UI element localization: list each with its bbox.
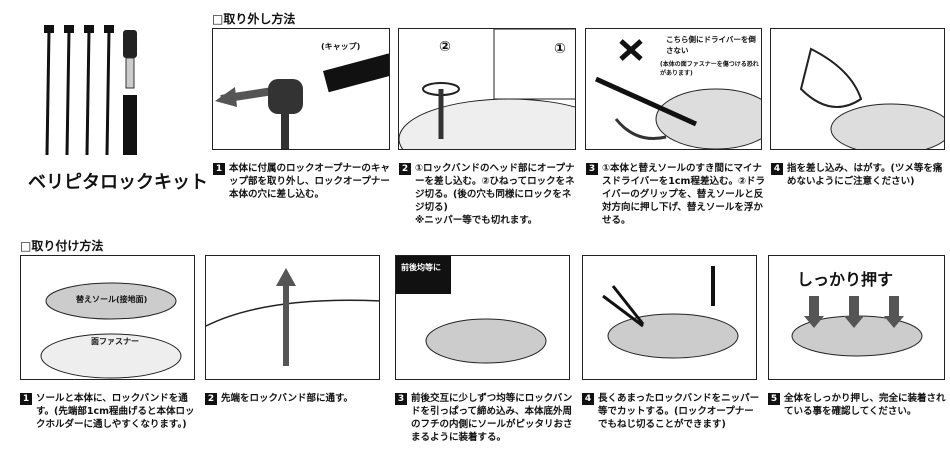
even-label: 前後均等に — [401, 263, 441, 272]
step-text: ①本体と替えソールのすき間にマイナスドライバーを1cm程差込む。②ドライバーのグ… — [602, 163, 765, 226]
warning-note: (本体の面ファスナーを傷つける恐れがあります) — [660, 61, 759, 77]
step-number: 5 — [768, 393, 780, 405]
removal-heading: □取り外し方法 — [212, 12, 296, 26]
install-step-4: 4 長くあまったロックバンドをニッパー等でカットする。(ロックオープナーでもねじ切… — [582, 392, 760, 431]
step-number: 4 — [582, 393, 594, 405]
install-panel-5: しっかり押す — [768, 255, 945, 380]
step-number: 2 — [399, 163, 411, 175]
install-heading: □取り付け方法 — [20, 239, 104, 253]
removal-panel-4 — [770, 28, 945, 150]
step-number: 3 — [586, 163, 598, 175]
removal-panel-3: こちら側にドライバーを倒さない (本体の面ファスナーを傷つける恐れがあります) — [585, 28, 762, 150]
kit-title: ベリピタロックキット — [28, 172, 208, 193]
step-number: 2 — [205, 393, 217, 405]
step-text: 長くあまったロックバンドをニッパー等でカットする。(ロックオープナーでもねじ切る… — [598, 393, 760, 430]
install-step-1: 1 ソールと本体に、ロックバンドを通す。(先端部1cm程曲げると本体ロックホルダー… — [20, 392, 200, 431]
warning-label: こちら側にドライバーを倒さない — [666, 35, 756, 55]
install-step-5: 5 全体をしっかり押し、完全に装着されている事を確認してください。 — [768, 392, 946, 418]
circle-1-label: ① — [554, 41, 566, 57]
removal-step-4: 4 指を差し込み、はがす。(ツメ等を痛めないようにご注意ください) — [771, 162, 946, 188]
install-panel-1: 替えソール(接地面) 面ファスナー — [20, 255, 195, 380]
install-panel-2 — [205, 255, 380, 380]
removal-step-1: 1 本体に付属のロックオープナーのキャップ部を取り外し、ロックオープナー本体の穴に… — [213, 162, 393, 201]
install-panel-4 — [582, 255, 757, 380]
step-number: 1 — [213, 163, 225, 175]
step-note: ※ニッパー等でも切れます。 — [415, 215, 538, 226]
sole-label: 替えソール(接地面) — [76, 295, 148, 304]
kit-illustration — [35, 20, 155, 160]
step-text: 先端をロックバンド部に通す。 — [221, 393, 354, 404]
step-number: 1 — [20, 393, 32, 405]
removal-step-2: 2 ①ロックバンドのヘッド部にオープナーを差し込む。②ひねってロックをネジ切る。(… — [399, 162, 579, 227]
circle-2-label: ② — [439, 39, 451, 55]
lock-band-icon — [44, 25, 137, 156]
install-panel-3: 前後均等に — [395, 255, 570, 380]
fastener-label: 面ファスナー — [91, 337, 139, 346]
step-number: 3 — [395, 393, 407, 405]
step-text: 前後交互に少しずつ均等にロックバンドを引っぱって締め込み、本体底外周のフチの内側… — [411, 393, 573, 443]
step-number: 4 — [771, 163, 783, 175]
install-step-3: 3 前後交互に少しずつ均等にロックバンドを引っぱって締め込み、本体底外周のフチの内… — [395, 392, 573, 444]
step-text: ソールと本体に、ロックバンドを通す。(先端部1cm程曲げると本体ロックホルダーに… — [36, 393, 195, 430]
press-label: しっかり押す — [797, 270, 894, 289]
removal-panel-1: (キャップ) — [212, 28, 390, 150]
removal-panel-2: ② ① — [398, 28, 576, 150]
step-text: 全体をしっかり押し、完全に装着されている事を確認してください。 — [784, 393, 946, 417]
step-text: ①ロックバンドのヘッド部にオープナーを差し込む。②ひねってロックをネジ切る。(後… — [415, 163, 575, 213]
step-text: 本体に付属のロックオープナーのキャップ部を取り外し、ロックオープナー本体の穴に差… — [229, 163, 390, 200]
cap-label: (キャップ) — [321, 42, 361, 51]
install-step-2: 2 先端をロックバンド部に通す。 — [205, 392, 385, 405]
removal-step-3: 3 ①本体と替えソールのすき間にマイナスドライバーを1cm程差込む。②ドライバーの… — [586, 162, 766, 227]
step-text: 指を差し込み、はがす。(ツメ等を痛めないようにご注意ください) — [787, 163, 943, 187]
